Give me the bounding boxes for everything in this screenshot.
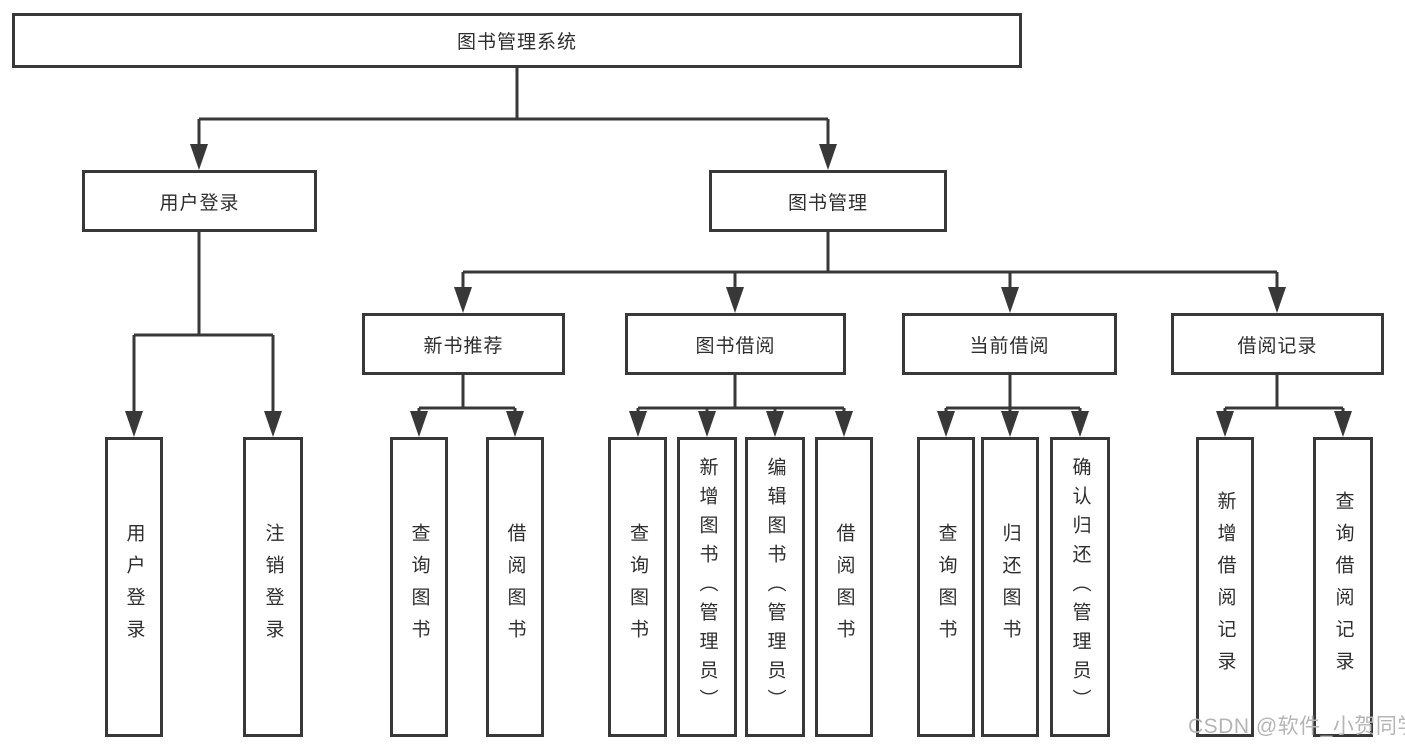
leaf-borrow-books-recommend-label: 借阅图书 <box>504 523 526 651</box>
node-book-borrowing-label: 图书借阅 <box>695 335 776 357</box>
connector-user-login-to-leaves <box>132 232 275 413</box>
leaf-query-books-borrowing: 查询图书 <box>608 437 667 737</box>
node-user-login: 用户登录 <box>82 170 317 232</box>
leaf-borrow-books-label: 借阅图书 <box>833 523 855 651</box>
leaf-query-books-recommend-label: 查询图书 <box>408 523 430 651</box>
arrowheads-user-login-leaves <box>125 411 282 437</box>
arrowheads-book-borrowing-leaves <box>629 411 853 437</box>
leaf-logout-label: 注销登录 <box>262 523 284 651</box>
arrowheads-new-book-recommend-leaves <box>410 411 524 437</box>
node-book-management-label: 图书管理 <box>787 192 868 214</box>
leaf-user-login: 用户登录 <box>105 437 163 737</box>
connector-current-borrowing-to-leaves <box>944 375 1082 413</box>
node-root: 图书管理系统 <box>12 13 1022 68</box>
connector-new-book-recommend-to-leaves <box>417 375 517 413</box>
leaf-query-borrow-record-label: 查询借阅记录 <box>1332 491 1354 683</box>
leaf-add-borrow-record-label: 新增借阅记录 <box>1214 491 1236 683</box>
node-new-book-recommend-label: 新书推荐 <box>423 335 504 357</box>
csdn-watermark: CSDN @软件_小贺同学 <box>1188 715 1405 738</box>
node-borrowing-records: 借阅记录 <box>1171 313 1384 375</box>
leaf-return-books: 归还图书 <box>981 437 1039 737</box>
leaf-edit-books-admin: 编辑图书（管理员） <box>745 437 805 737</box>
leaf-add-books-admin: 新增图书（管理员） <box>677 437 737 737</box>
leaf-query-borrow-record: 查询借阅记录 <box>1313 437 1373 737</box>
arrowheads-borrowing-records-leaves <box>1216 411 1352 437</box>
arrowheads-level2 <box>190 144 837 170</box>
leaf-logout: 注销登录 <box>243 437 303 737</box>
node-user-login-label: 用户登录 <box>159 192 240 214</box>
leaf-query-books-current: 查询图书 <box>917 437 975 737</box>
leaf-query-books-recommend: 查询图书 <box>390 437 448 737</box>
node-book-borrowing: 图书借阅 <box>625 313 846 375</box>
leaf-confirm-return-admin: 确认归还（管理员） <box>1050 437 1110 737</box>
connector-root-to-level2 <box>197 68 830 146</box>
leaf-borrow-books-recommend: 借阅图书 <box>486 437 544 737</box>
leaf-query-books-borrowing-label: 查询图书 <box>627 523 648 651</box>
node-current-borrowing: 当前借阅 <box>902 313 1117 375</box>
leaf-borrow-books: 借阅图书 <box>815 437 873 737</box>
leaf-confirm-return-admin-label: 确认归还（管理员） <box>1069 456 1091 718</box>
node-current-borrowing-label: 当前借阅 <box>969 335 1050 357</box>
leaf-add-books-admin-label: 新增图书（管理员） <box>696 456 718 718</box>
leaf-edit-books-admin-label: 编辑图书（管理员） <box>764 456 786 718</box>
node-root-label: 图书管理系统 <box>456 32 577 53</box>
connector-borrowing-records-to-leaves <box>1223 375 1345 413</box>
node-book-management: 图书管理 <box>709 170 947 232</box>
leaf-query-books-current-label: 查询图书 <box>935 523 957 651</box>
leaf-user-login-label: 用户登录 <box>123 523 145 651</box>
connector-book-management-to-level3 <box>461 232 1279 289</box>
leaf-return-books-label: 归还图书 <box>999 523 1021 651</box>
leaf-add-borrow-record: 新增借阅记录 <box>1196 437 1254 737</box>
arrowheads-level3 <box>454 287 1286 313</box>
node-borrowing-records-label: 借阅记录 <box>1237 335 1318 357</box>
node-new-book-recommend: 新书推荐 <box>362 313 565 375</box>
arrowheads-current-borrowing-leaves <box>937 411 1089 437</box>
connector-book-borrowing-to-leaves <box>636 375 846 413</box>
